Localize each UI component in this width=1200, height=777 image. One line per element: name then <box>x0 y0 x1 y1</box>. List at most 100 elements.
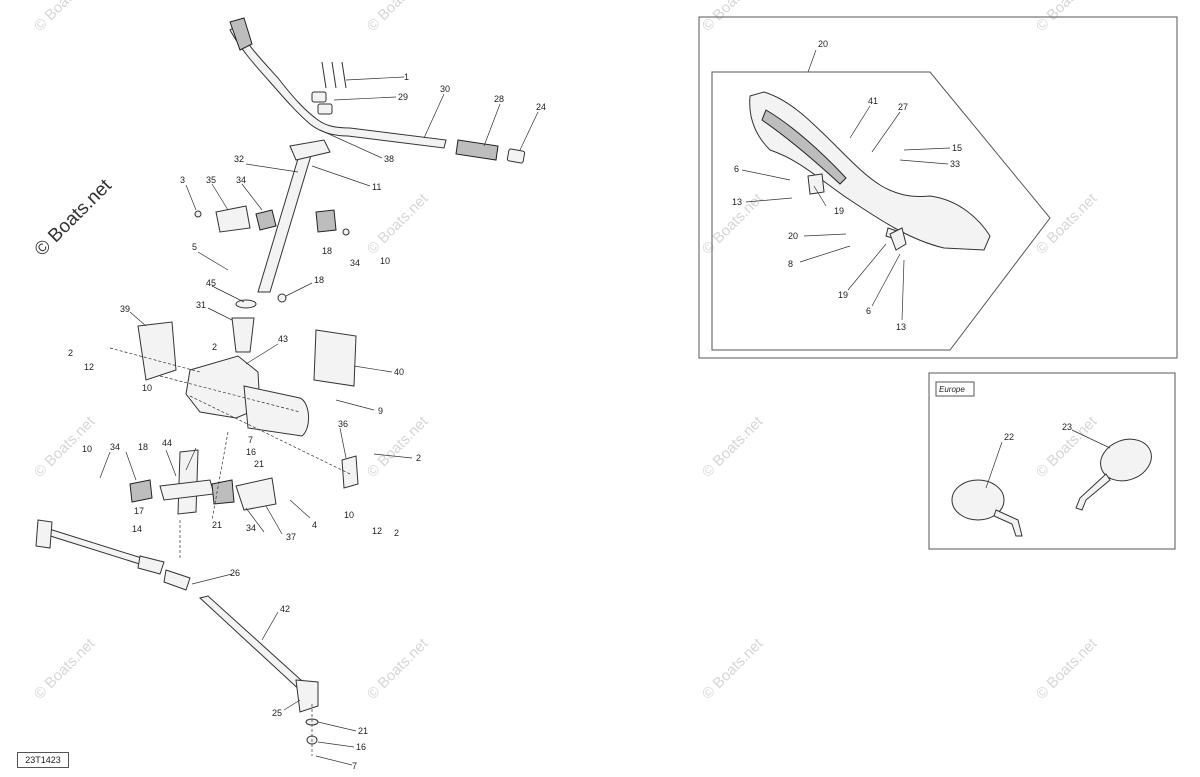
lower-bushing <box>211 479 235 505</box>
callout-label: 28 <box>494 94 504 104</box>
callout-label: 21 <box>212 520 222 530</box>
handlebar-clamp <box>311 91 327 103</box>
right-rod-end <box>163 569 191 591</box>
bracket <box>215 205 251 233</box>
watermarks: © Boats.net © Boats.net © Boats.net © Bo… <box>31 0 1101 703</box>
callout-label: 21 <box>254 459 264 469</box>
callout-label: 23 <box>1062 422 1072 432</box>
watermark-main: © Boats.net <box>31 175 117 261</box>
callout-label: 2 <box>212 342 217 352</box>
europe-tag <box>935 381 975 397</box>
lower-bracket <box>235 477 277 511</box>
diagram-id-label: 23T1423 <box>17 752 69 768</box>
steering-gear-drawing <box>109 321 359 521</box>
watermark: © Boats.net <box>31 0 99 35</box>
callout-label: 7 <box>352 761 357 771</box>
tie-rods-drawing <box>35 519 319 756</box>
right-grip <box>455 139 499 161</box>
mirror-left <box>951 479 1005 521</box>
callout-label: 13 <box>896 322 906 332</box>
callout-label: 41 <box>868 96 878 106</box>
handguard <box>749 91 991 251</box>
callout-label: 19 <box>834 206 844 216</box>
watermark: © Boats.net <box>1033 635 1101 703</box>
callout-label: 4 <box>312 520 317 530</box>
watermark: © Boats.net <box>364 635 432 703</box>
mirror-right-stem <box>1075 473 1111 511</box>
europe-frame <box>928 372 1176 550</box>
callout-label: 34 <box>350 258 360 268</box>
mirrors-inset <box>928 372 1176 550</box>
handlebar <box>229 25 447 149</box>
callout-label: 27 <box>898 102 908 112</box>
callout-label: 26 <box>230 568 240 578</box>
callout-label: 2 <box>416 453 421 463</box>
callout-label: 35 <box>206 175 216 185</box>
callout-label: 2 <box>68 348 73 358</box>
boot <box>231 317 255 353</box>
callout-label: 37 <box>286 532 296 542</box>
callout-label: 43 <box>278 334 288 344</box>
right-bracket <box>341 455 359 489</box>
watermark: © Boats.net <box>364 0 432 35</box>
callout-label: 20 <box>788 231 798 241</box>
callout-label: 12 <box>84 362 94 372</box>
left-bracket <box>137 321 177 381</box>
upper-bushing <box>315 209 337 233</box>
handguard-bracket-outline <box>711 71 1051 351</box>
callout-label: 22 <box>1004 432 1014 442</box>
callout-label: 3 <box>180 175 185 185</box>
callout-label: 15 <box>952 143 962 153</box>
callout-label: 40 <box>394 367 404 377</box>
watermark: © Boats.net <box>699 635 767 703</box>
callout-label: 34 <box>236 175 246 185</box>
right-tie-rod <box>198 595 313 695</box>
callout-label: 8 <box>788 259 793 269</box>
callout-label: 6 <box>866 306 871 316</box>
callout-label: 42 <box>280 604 290 614</box>
callout-label: 17 <box>134 506 144 516</box>
callout-label: 29 <box>398 92 408 102</box>
leader-lines <box>99 49 1111 766</box>
callout-label: 11 <box>372 182 381 192</box>
handlebar-clamp <box>317 103 333 115</box>
watermark: © Boats.net <box>364 413 432 481</box>
callout-label: 2 <box>394 528 399 538</box>
callout-label: 32 <box>234 154 244 164</box>
callout-label: 16 <box>356 742 366 752</box>
callout-label: 5 <box>192 242 197 252</box>
callout-label: 12 <box>372 526 382 536</box>
callout-label: 33 <box>950 159 960 169</box>
callout-label: 18 <box>314 275 324 285</box>
callout-label: 7 <box>248 435 253 445</box>
callout-label: 10 <box>142 383 152 393</box>
callout-label: 25 <box>272 708 282 718</box>
mirror-right <box>1100 438 1152 482</box>
upper-bushing <box>255 209 277 231</box>
mirror-left-stem <box>993 509 1023 537</box>
callout-label: 10 <box>380 256 390 266</box>
callout-label: 6 <box>734 164 739 174</box>
callout-label: 24 <box>536 102 546 112</box>
handlebar-drawing <box>194 17 526 353</box>
callout-label: 31 <box>196 300 206 310</box>
lower-plate <box>159 479 215 501</box>
callout-label: 18 <box>138 442 148 452</box>
watermark: © Boats.net <box>1033 190 1101 258</box>
eps-cover <box>313 329 357 387</box>
watermark: © Boats.net <box>31 635 99 703</box>
watermark: © Boats.net <box>699 413 767 481</box>
bar-end <box>506 148 526 164</box>
right-ball-joint <box>295 679 319 713</box>
callout-label: 44 <box>162 438 172 448</box>
callout-label: 10 <box>82 444 92 454</box>
callouts: 1 29 30 28 24 38 11 32 3 35 34 34 10 18 … <box>68 39 1072 771</box>
watermark: © Boats.net <box>364 190 432 258</box>
clamp-block <box>807 173 825 195</box>
callout-label: 19 <box>838 290 848 300</box>
callout-label: 45 <box>206 278 216 288</box>
callout-label: 14 <box>132 524 142 534</box>
callout-label: 34 <box>110 442 120 452</box>
callout-label: 1 <box>404 72 409 82</box>
